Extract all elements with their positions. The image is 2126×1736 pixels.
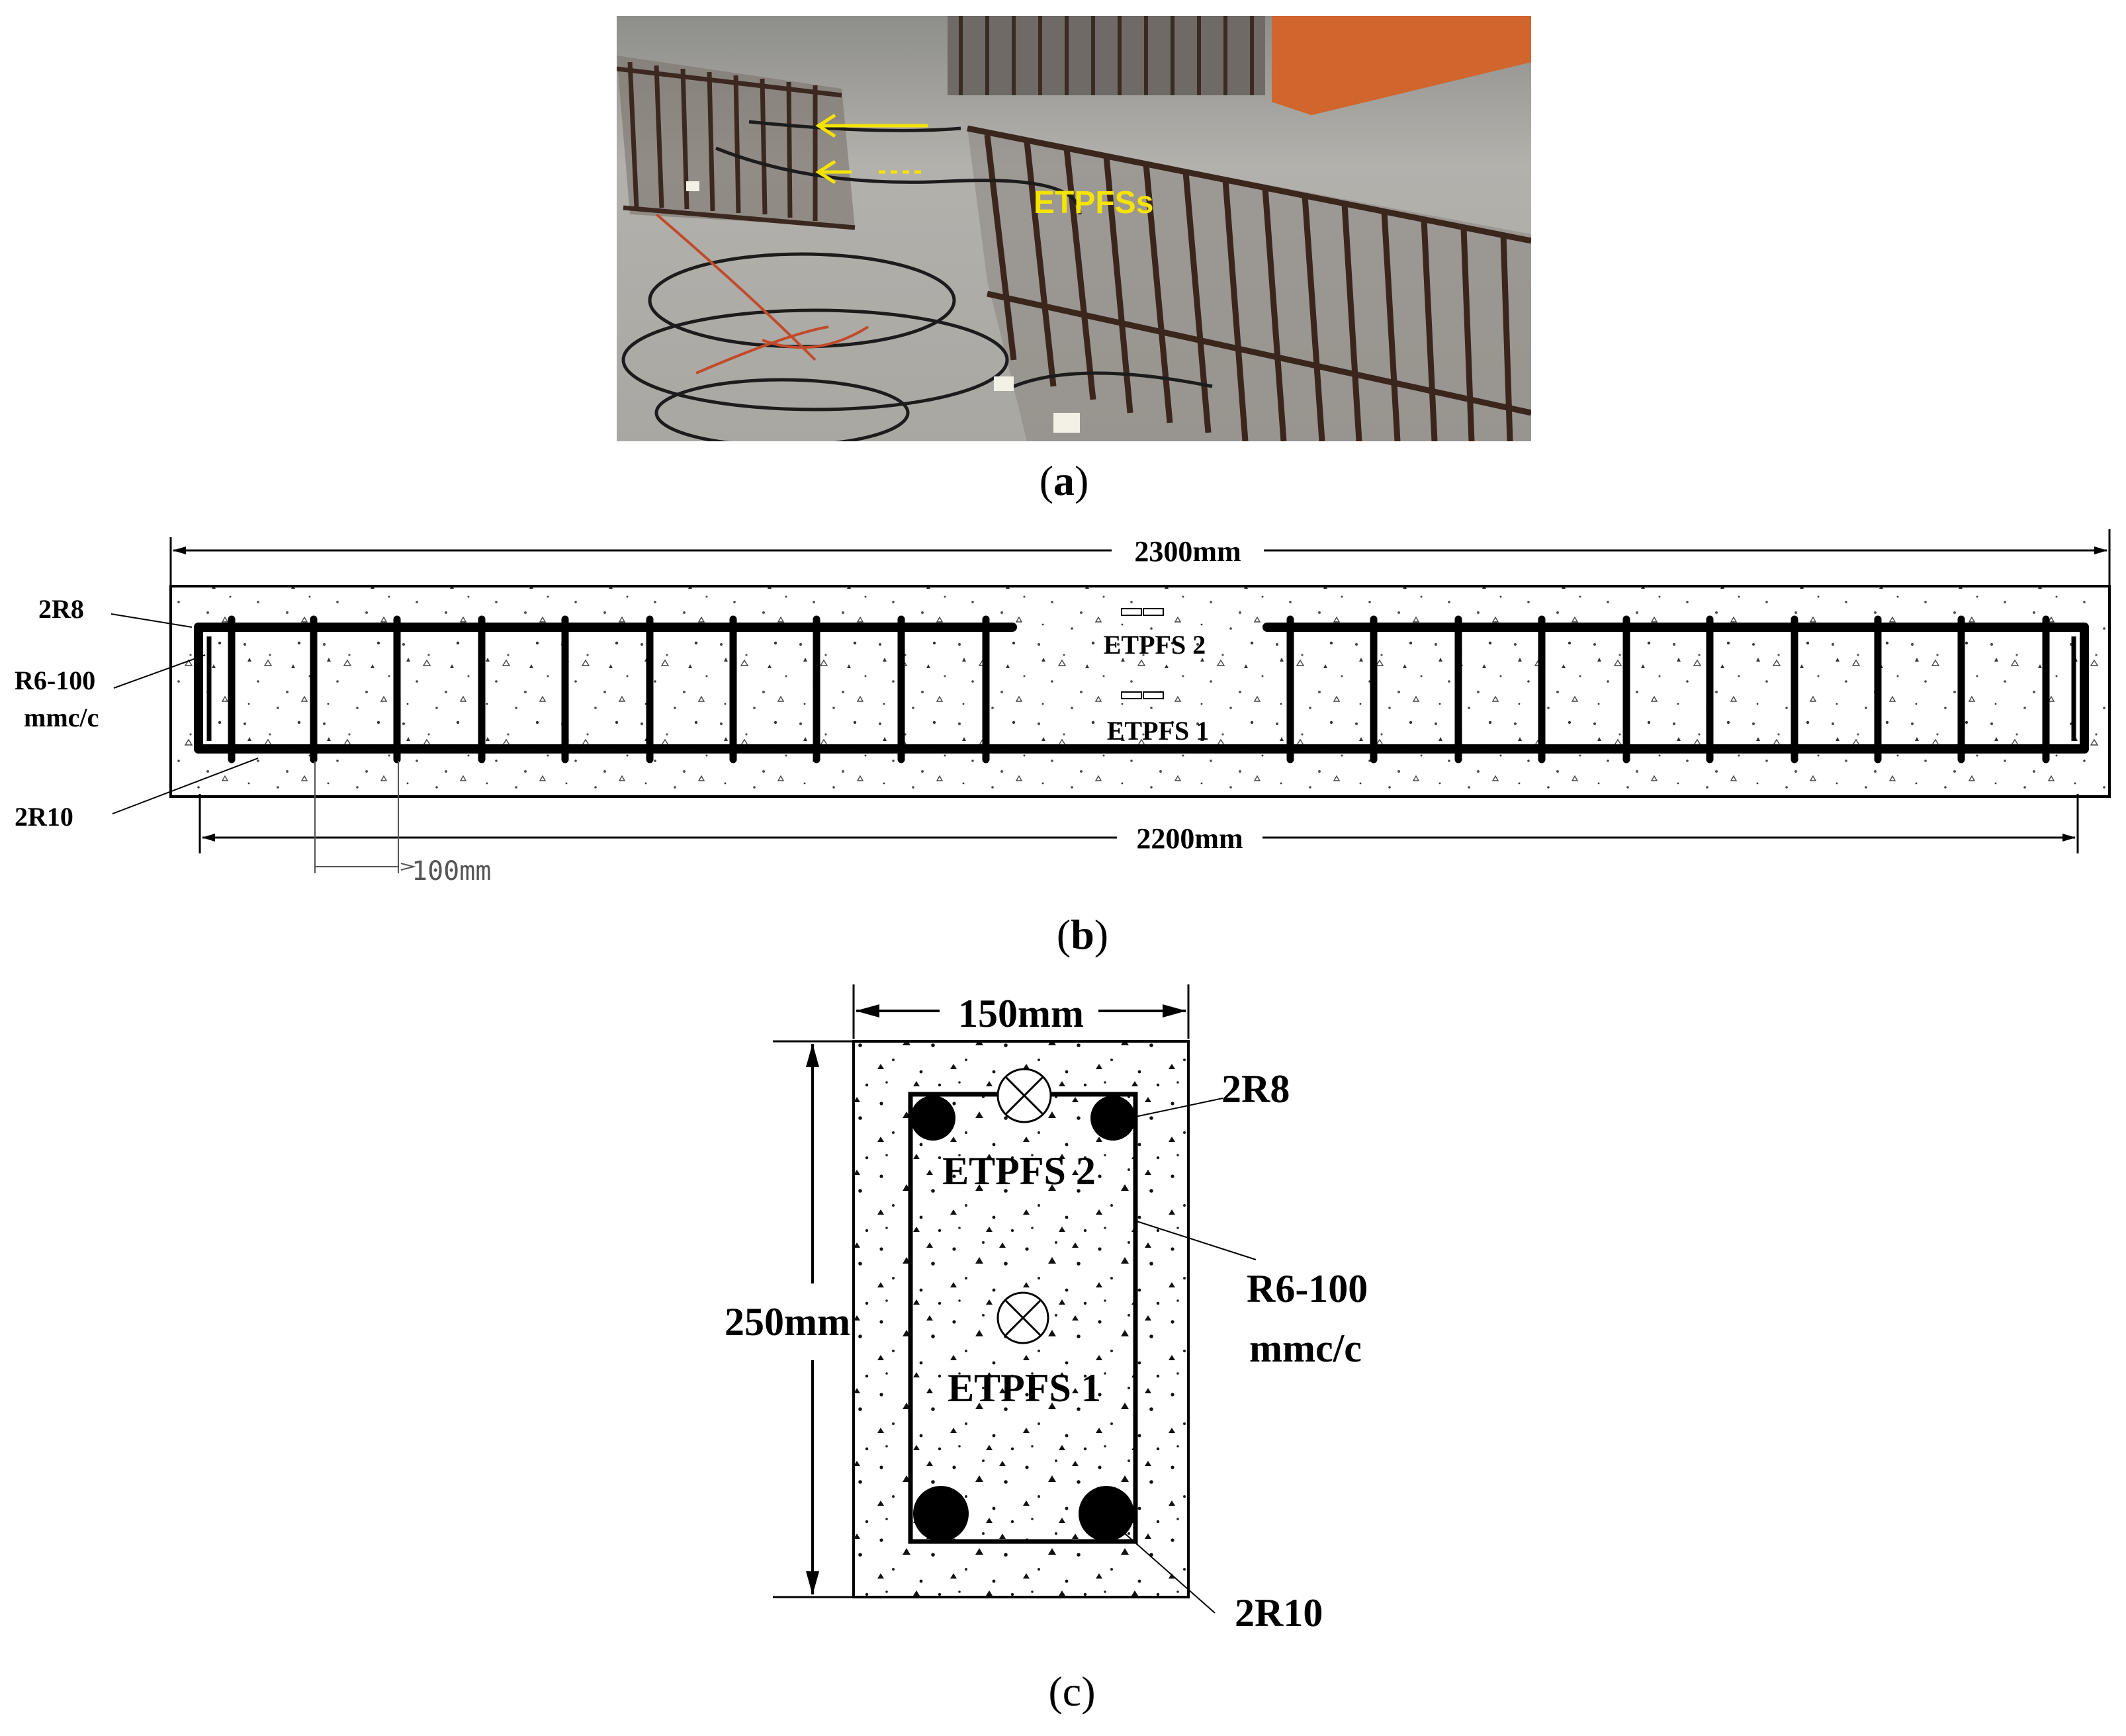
section-label-top-bar: 2R8 [1221,1067,1290,1111]
dim-width-line [852,984,1190,1039]
caption-a-open: ( [1039,457,1053,504]
end-hooks [206,636,2076,741]
section-label-stirrup-line2: mmc/c [1249,1326,1362,1370]
caption-a-letter: a [1053,457,1075,504]
section-stirrup [908,1092,1138,1544]
caption-b-open: ( [1056,911,1071,958]
dim-total-line [169,529,2111,797]
stirrups-right [1286,615,2050,763]
caption-b-close: ) [1094,911,1109,958]
callout-leaders-b [111,613,259,814]
section-bottom-bar-right [1079,1486,1134,1541]
section-sensor-etpfs1-symbol [997,1291,1049,1344]
section-sensor-etpfs2-symbol [997,1068,1052,1123]
beam-label-stirrup-line2: mmc/c [24,703,99,732]
caption-c-letter: c [1062,1668,1082,1715]
top-bar [194,623,2089,754]
callout-leaders-c [1124,1098,1257,1614]
section-dim-width-label: 150mm [958,992,1084,1035]
beam-body [169,585,2111,798]
section-label-bottom-bar: 2R10 [1235,1591,1323,1635]
section-dim-height-label: 250mm [725,1300,850,1344]
section-bottom-bar-left [913,1486,969,1541]
caption-a: (a) [998,456,1130,505]
caption-a-close: ) [1075,457,1089,504]
beam-sensor-etpfs1-label: ETPFS 1 [1107,716,1209,746]
section-label-stirrup-line1: R6-100 [1247,1267,1368,1311]
photo-illustration: ETPFSs [617,16,1531,441]
dim-inner-label: 2200mm [1136,822,1243,855]
dim-spacing-label: 100mm [412,856,491,887]
beam-label-top-bar: 2R8 [38,594,84,624]
caption-c: (c) [1006,1667,1138,1716]
dim-height-line [773,1040,854,1598]
stirrups-left [228,615,990,763]
section-sensor-etpfs1-label: ETPFS 1 [948,1366,1101,1410]
beam-label-stirrup-line1: R6-100 [15,666,95,695]
beam-sensor-etpfs2-label: ETPFS 2 [1104,630,1206,660]
section-top-bar-left [910,1096,955,1141]
caption-c-open: ( [1048,1668,1063,1715]
caption-b-letter: b [1071,911,1094,958]
dim-total-label: 2300mm [1134,535,1241,568]
sensor-etpfs1-symbol [1121,691,1164,699]
photo-etpfs-label: ETPFSs [1034,185,1153,220]
dim-inner-line [199,794,2079,853]
beam-label-bottom-bar: 2R10 [15,802,73,832]
photo-reinforcement-cage: ETPFSs [617,16,1531,441]
section-sensor-etpfs2-label: ETPFS 2 [942,1149,1096,1193]
caption-c-close: ) [1081,1668,1096,1715]
section-top-bar-right [1090,1096,1135,1141]
section-body [852,1040,1190,1598]
dim-spacing-line [314,761,416,873]
sensor-etpfs2-symbol [1121,608,1164,616]
caption-b: (b) [1016,910,1149,959]
